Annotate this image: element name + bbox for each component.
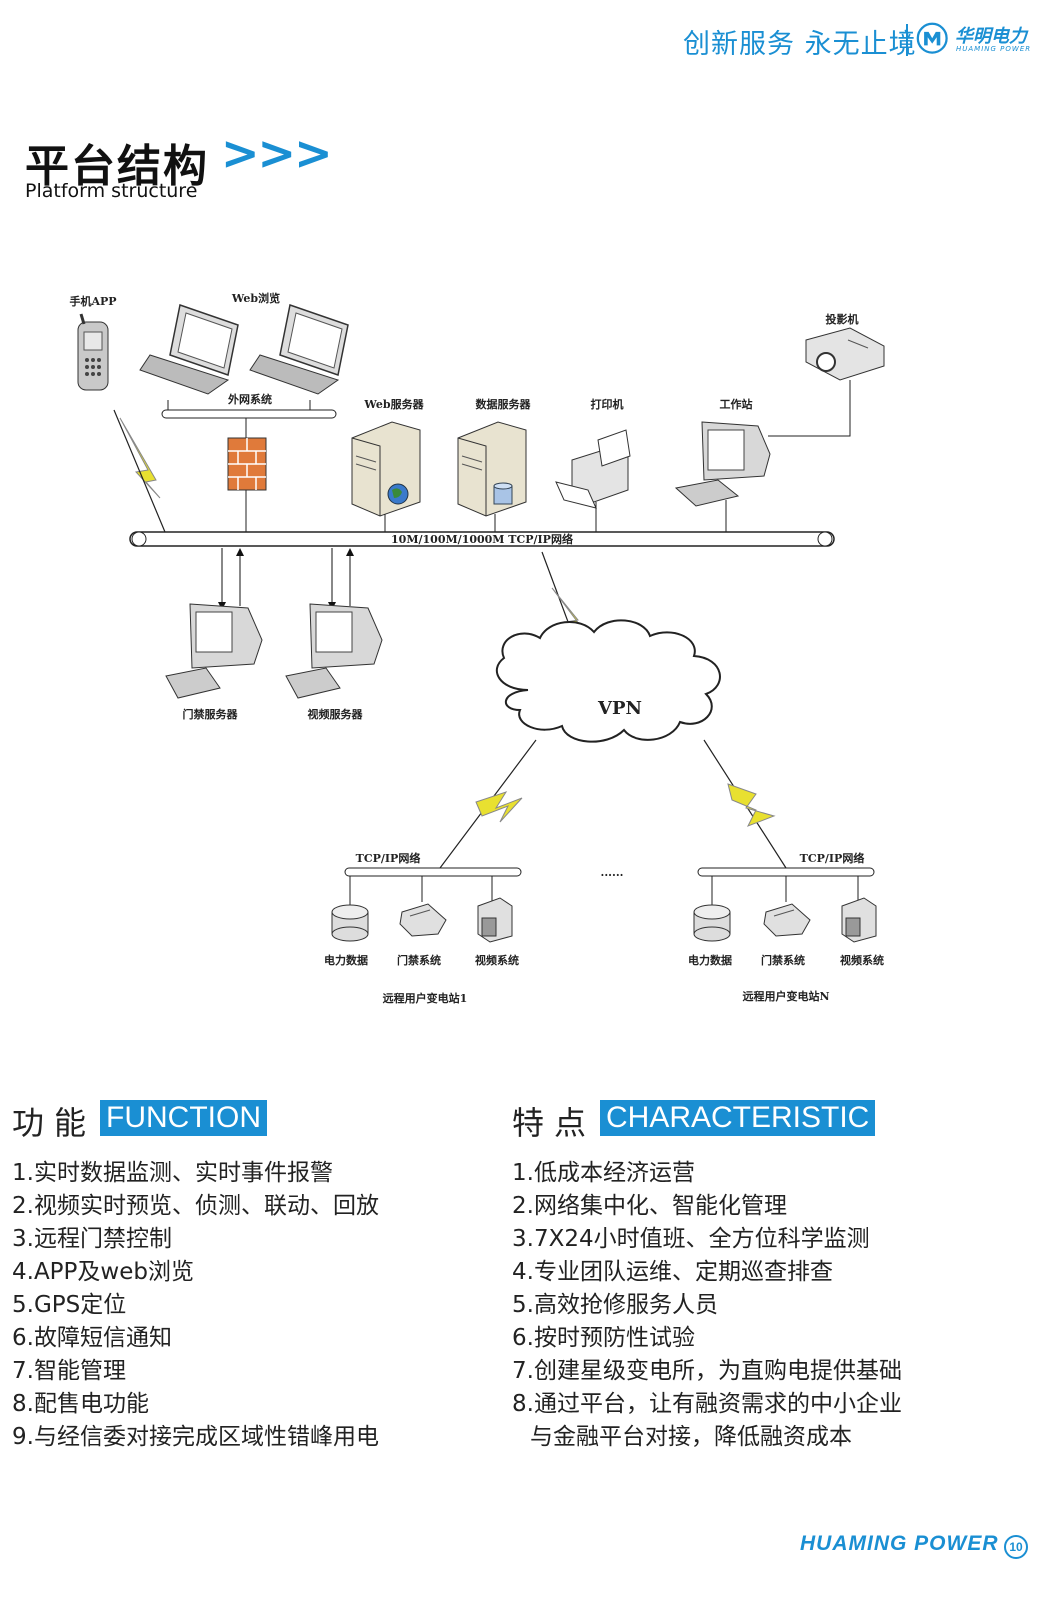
- brand-name-en: HUAMING POWER: [956, 45, 1032, 53]
- list-item: 3.7X24小时值班、全方位科学监测: [512, 1226, 870, 1252]
- mobile-app-label: 手机APP: [69, 294, 116, 308]
- projector-icon: [805, 327, 885, 381]
- list-item: 2.视频实时预览、侦测、联动、回放: [12, 1193, 379, 1219]
- list-item: 2.网络集中化、智能化管理: [512, 1193, 787, 1219]
- list-item: 4.专业团队运维、定期巡查排查: [512, 1259, 833, 1285]
- section-arrows: >>>: [221, 126, 333, 180]
- projector-label: 投影机: [826, 312, 859, 326]
- power-data-label-1: 电力数据: [324, 953, 368, 967]
- function-list: 1.实时数据监测、实时事件报警 2.视频实时预览、侦测、联动、回放 3.远程门禁…: [12, 1157, 379, 1454]
- access-system-icon: [399, 903, 447, 937]
- laptop-icon: [139, 304, 239, 395]
- list-item: 1.实时数据监测、实时事件报警: [12, 1160, 333, 1186]
- tcpip-label-n: TCP/IP网络: [800, 851, 865, 865]
- huaming-logo-icon: [916, 22, 948, 54]
- section-title: 平台结构: [25, 141, 209, 192]
- list-item: 4.APP及web浏览: [12, 1259, 194, 1285]
- access-server-label: 门禁服务器: [183, 707, 239, 721]
- platform-structure-diagram: 10M/100M/1000M TCP/IP网络 手机APP Web浏览 外网系统: [69, 291, 885, 1005]
- video-system-icon: [841, 897, 877, 943]
- video-server-computer-icon: [285, 603, 383, 699]
- station-label-1: 远程用户变电站1: [383, 991, 468, 1005]
- list-item: 7.创建星级变电所，为直购电提供基础: [512, 1358, 902, 1384]
- web-browse-label: Web浏览: [231, 291, 280, 305]
- printer-icon: [555, 429, 631, 509]
- web-server-label: Web服务器: [363, 397, 424, 411]
- main-network-bus: [129, 531, 835, 547]
- tcpip-label-1: TCP/IP网络: [356, 851, 421, 865]
- video-system-label-n: 视频系统: [840, 953, 884, 967]
- firewall-icon: [227, 437, 267, 491]
- function-title: 功能: [12, 1104, 97, 1142]
- list-item: 与金融平台对接，降低融资成本: [530, 1424, 852, 1450]
- list-item: 1.低成本经济运营: [512, 1160, 695, 1186]
- header-slogan: 创新服务 永无止境: [683, 29, 917, 60]
- list-item: 3.远程门禁控制: [12, 1226, 172, 1252]
- page-number: 10: [1004, 1535, 1028, 1559]
- list-item: 9.与经信委对接完成区域性错峰用电: [12, 1424, 379, 1450]
- vpn-cloud-icon: [495, 619, 721, 743]
- lightning-icon: [727, 783, 776, 827]
- list-item: 5.高效抢修服务人员: [512, 1292, 718, 1318]
- video-server-label: 视频服务器: [308, 707, 364, 721]
- list-item: 6.故障短信通知: [12, 1325, 172, 1351]
- extranet-label: 外网系统: [227, 392, 272, 406]
- network-label: 10M/100M/1000M TCP/IP网络: [391, 532, 573, 546]
- lightning-icon: [475, 791, 523, 823]
- footer-brand: HUAMING POWER: [800, 1532, 999, 1555]
- access-system-icon: [763, 903, 811, 937]
- power-data-database-icon: [693, 904, 731, 942]
- access-system-label-n: 门禁系统: [761, 953, 805, 967]
- data-server-icon: [457, 421, 527, 517]
- video-system-icon: [477, 897, 513, 943]
- list-item: 7.智能管理: [12, 1358, 126, 1384]
- characteristic-badge: CHARACTERISTIC: [600, 1100, 876, 1136]
- laptop-icon: [249, 304, 349, 395]
- printer-label: 打印机: [591, 397, 624, 411]
- vpn-label: VPN: [597, 698, 642, 719]
- mobile-phone-icon: [77, 313, 109, 391]
- list-item: 8.通过平台，让有融资需求的中小企业: [512, 1391, 902, 1417]
- access-system-label-1: 门禁系统: [397, 953, 441, 967]
- function-badge: FUNCTION: [100, 1100, 267, 1136]
- list-item: 6.按时预防性试验: [512, 1325, 695, 1351]
- power-data-database-icon: [331, 904, 369, 942]
- ellipsis-label: ......: [601, 866, 624, 879]
- access-server-computer-icon: [165, 603, 263, 699]
- power-data-label-n: 电力数据: [688, 953, 732, 967]
- header-divider: [906, 24, 908, 56]
- list-item: 5.GPS定位: [12, 1292, 127, 1318]
- video-system-label-1: 视频系统: [475, 953, 519, 967]
- web-server-icon: [351, 421, 421, 517]
- workstation-icon: [674, 421, 771, 507]
- station-label-n: 远程用户变电站N: [742, 989, 829, 1003]
- list-item: 8.配售电功能: [12, 1391, 149, 1417]
- characteristic-list: 1.低成本经济运营 2.网络集中化、智能化管理 3.7X24小时值班、全方位科学…: [512, 1157, 902, 1454]
- lightning-icon: [119, 417, 161, 499]
- brand-name-cn: 华明电力: [955, 26, 1027, 47]
- data-server-label: 数据服务器: [476, 397, 532, 411]
- characteristic-title: 特点: [512, 1104, 597, 1142]
- workstation-label: 工作站: [720, 397, 753, 411]
- section-subtitle: Platform structure: [25, 180, 198, 202]
